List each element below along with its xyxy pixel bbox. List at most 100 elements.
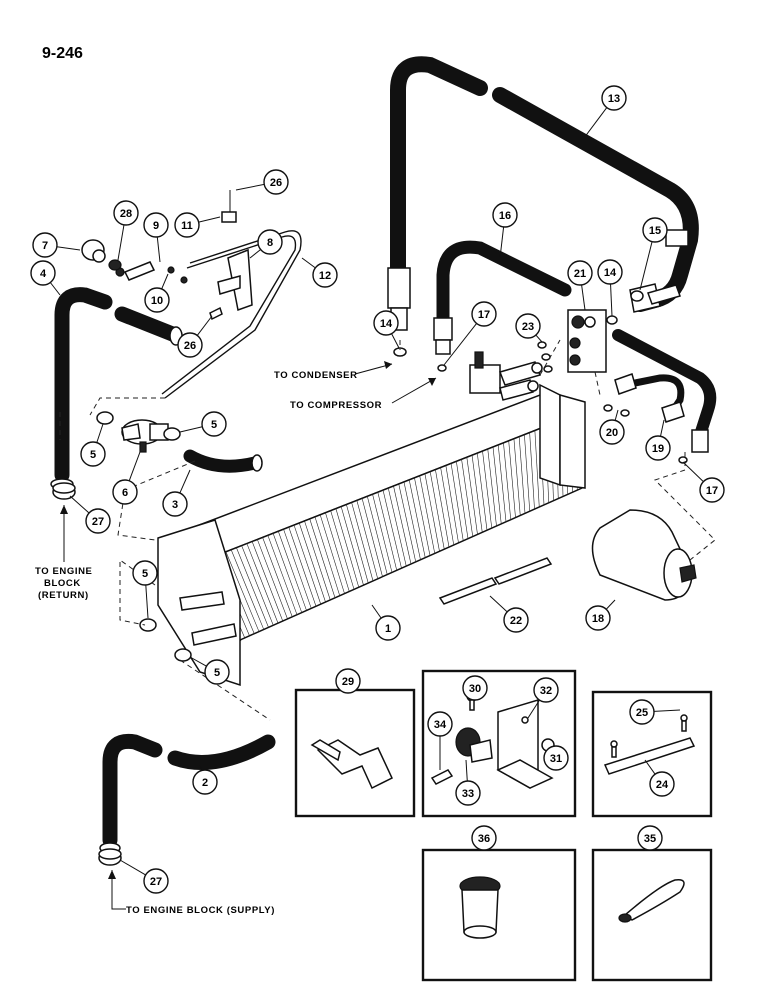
callout-number: 7	[42, 240, 48, 252]
callout-number: 12	[319, 270, 331, 282]
callout-leader	[611, 284, 612, 316]
callout-leader	[392, 334, 399, 348]
callout-leader	[97, 424, 103, 443]
arrowhead-engine-return	[60, 505, 68, 514]
callout-leader	[582, 285, 585, 310]
callout-c36: 36	[472, 826, 496, 850]
callout-c5b: 5	[180, 412, 226, 436]
callout-c28: 28	[114, 201, 138, 260]
callout-c5c: 5	[133, 561, 157, 618]
callout-number: 11	[181, 220, 193, 232]
cable-bracket	[218, 250, 252, 310]
callout-c26b: 26	[178, 316, 212, 357]
callout-number: 27	[150, 876, 162, 888]
callout-leader	[197, 316, 212, 335]
callout-number: 26	[184, 340, 196, 352]
callout-number: 15	[649, 225, 661, 237]
callout-number: 14	[380, 318, 393, 330]
callout-number: 3	[172, 499, 178, 511]
refrigerant-hose-16	[434, 247, 565, 354]
callout-number: 16	[499, 210, 511, 222]
callout-number: 17	[706, 485, 718, 497]
caption-engine-return-3: (RETURN)	[38, 590, 89, 601]
callout-c20: 20	[600, 410, 624, 444]
callout-leader	[302, 258, 315, 268]
arrowhead-engine-supply	[108, 870, 116, 879]
callout-number: 5	[211, 419, 217, 431]
refrigerant-hose-13	[388, 64, 691, 330]
callout-number: 24	[656, 779, 669, 791]
callout-leader	[146, 585, 148, 618]
callout-number: 17	[478, 309, 490, 321]
caption-engine-return-2: BLOCK	[44, 578, 81, 589]
callout-number: 36	[478, 833, 490, 845]
coolant-hose-3	[190, 455, 262, 471]
coolant-hose-4	[51, 295, 182, 489]
callout-number: 35	[644, 833, 656, 845]
callout-number: 18	[592, 613, 604, 625]
callout-c11: 11	[175, 213, 220, 237]
hose-clamp-5-core-upper	[140, 619, 156, 631]
callout-c22: 22	[490, 596, 528, 632]
knob-washer	[109, 260, 121, 270]
callout-c3: 3	[163, 470, 190, 516]
callout-number: 4	[40, 268, 47, 280]
callout-leader	[640, 242, 652, 290]
caption-to-compressor: TO COMPRESSOR	[290, 400, 382, 411]
callout-leader	[606, 600, 615, 609]
callout-c14b: 14	[598, 260, 622, 316]
callout-c5a: 5	[81, 424, 105, 466]
callout-leader	[162, 274, 168, 289]
callout-number: 29	[342, 676, 354, 688]
callout-c12: 12	[302, 258, 337, 287]
callout-number: 32	[540, 685, 552, 697]
callout-number: 23	[522, 321, 534, 333]
callout-number: 6	[122, 487, 128, 499]
expansion-valve	[568, 310, 606, 372]
callout-c15: 15	[640, 218, 667, 290]
callout-c31: 31	[544, 746, 568, 770]
bracket-screw	[210, 308, 222, 319]
callout-leader	[372, 605, 381, 618]
hose-clamp-27-supply	[99, 849, 121, 865]
callout-number: 27	[92, 516, 104, 528]
callout-c23: 23	[516, 314, 542, 342]
callout-leader	[236, 184, 264, 190]
callout-c13: 13	[584, 86, 626, 138]
callout-number: 28	[120, 208, 132, 220]
hose-clamp-27-return	[53, 483, 75, 499]
callout-number: 21	[574, 268, 586, 280]
caption-to-condenser: TO CONDENSER	[274, 370, 358, 381]
callout-leader	[180, 427, 202, 432]
callout-c21: 21	[568, 261, 592, 310]
callout-number: 10	[151, 295, 163, 307]
callout-leader	[70, 496, 89, 513]
receiver-drier	[593, 510, 697, 600]
detail-box-35	[593, 850, 711, 980]
callout-c9: 9	[144, 213, 168, 262]
foam-strips	[440, 558, 551, 604]
callout-c1: 1	[372, 605, 400, 640]
callout-number: 1	[385, 623, 391, 635]
hose-clamp-5-core-lower	[175, 649, 191, 661]
callout-number: 31	[550, 753, 562, 765]
callout-leader	[683, 462, 703, 482]
callout-leader	[180, 470, 190, 493]
callout-number: 25	[636, 707, 648, 719]
callout-c29: 29	[336, 669, 360, 693]
callout-c26a: 26	[236, 170, 288, 194]
callout-leader	[129, 452, 140, 481]
callout-number: 22	[510, 615, 522, 627]
callout-leader	[536, 335, 542, 342]
callout-number: 30	[469, 683, 481, 695]
callout-leader	[250, 249, 261, 258]
callout-c18: 18	[586, 600, 615, 630]
detail-box-36	[423, 850, 575, 980]
valve-to-drier-lines	[615, 335, 710, 452]
callout-number: 9	[153, 220, 159, 232]
callout-number: 14	[604, 267, 617, 279]
page-number: 9-246	[42, 45, 83, 62]
callout-number: 5	[142, 568, 148, 580]
